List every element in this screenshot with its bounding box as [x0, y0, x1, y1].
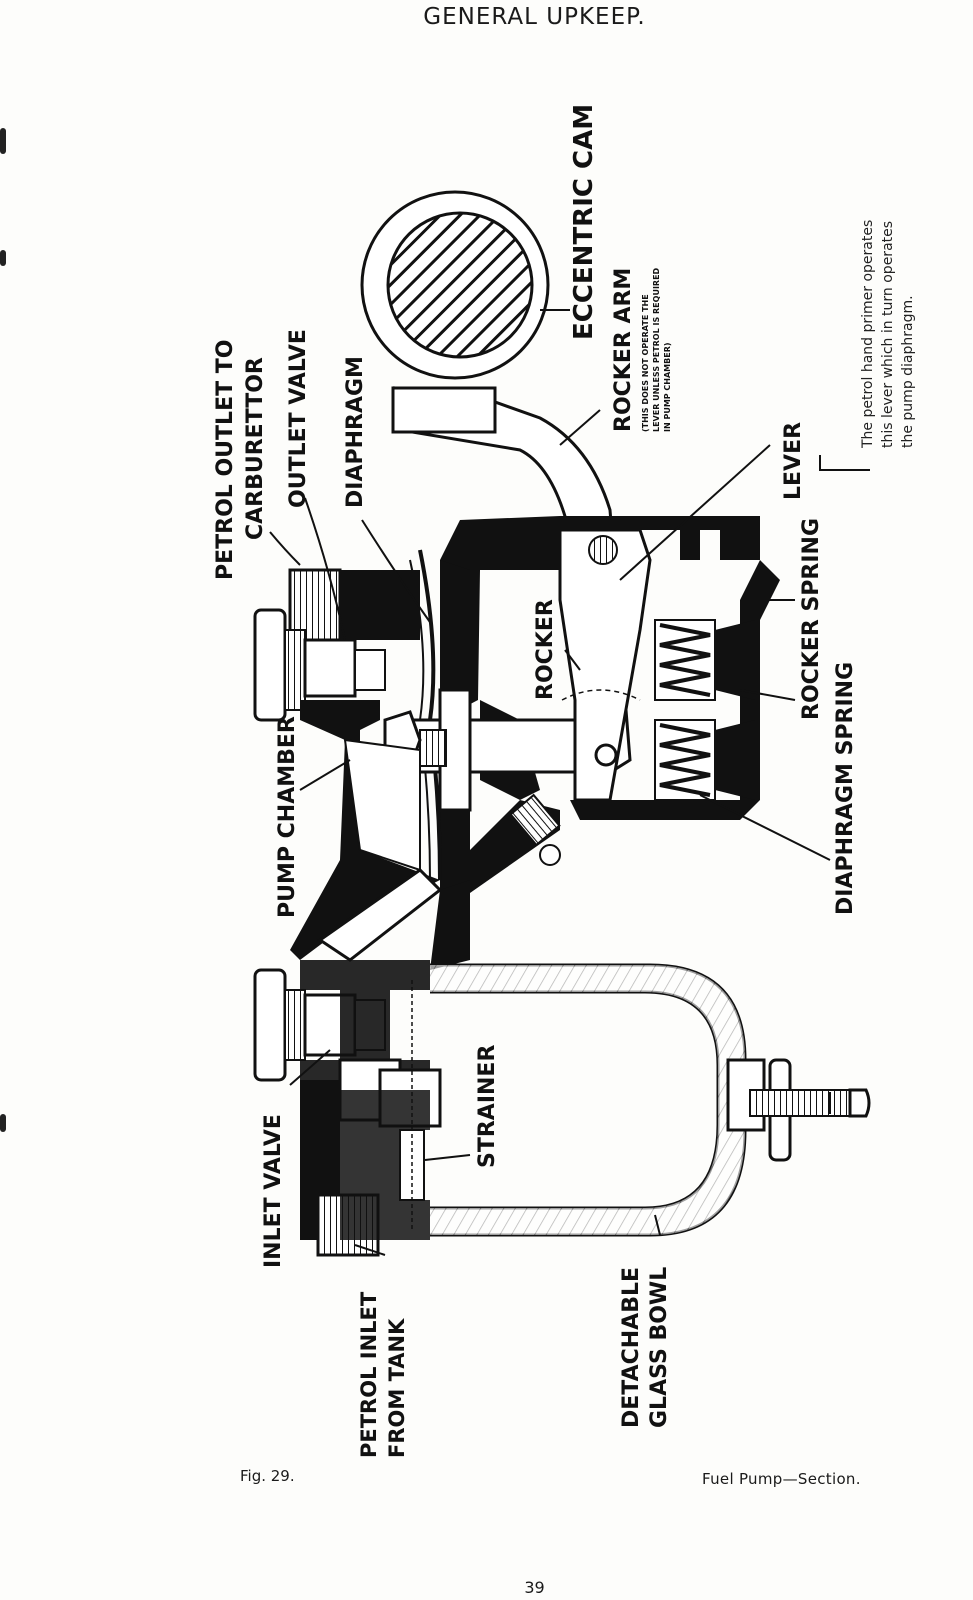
label-rocker-arm-note-1: (THIS DOES NOT OPERATE THE: [641, 294, 650, 432]
outlet-fitting: [253, 568, 420, 722]
diaphragm-spring: [654, 719, 755, 801]
figure-label: Fig. 29.: [240, 1467, 295, 1485]
page-header: GENERAL UPKEEP.: [423, 4, 646, 30]
primer-note-1: The petrol hand primer operates: [860, 220, 876, 449]
lever: [558, 528, 652, 802]
label-petrol-outlet-line2: CARBURETTOR: [243, 357, 268, 540]
eccentric-cam: [360, 190, 550, 380]
rocker-spring: [654, 619, 755, 701]
passage: [317, 868, 470, 970]
label-diaphragm: DIAPHRAGM: [343, 356, 368, 508]
label-diaphragm-spring: DIAPHRAGM SPRING: [833, 662, 858, 915]
label-rocker-arm-note-3: IN PUMP CHAMBER): [663, 342, 672, 432]
leader-lines: [269, 309, 870, 1256]
primer-note-2: this lever which in turn operates: [880, 221, 896, 448]
label-rocker-arm: ROCKER ARM: [611, 268, 636, 432]
primer-note-3: the pump diaphragm.: [900, 295, 916, 448]
label-outlet-valve: OUTLET VALVE: [286, 329, 311, 508]
figure-caption: Fuel Pump—Section.: [702, 1470, 861, 1488]
label-pump-chamber: PUMP CHAMBER: [275, 716, 300, 918]
strainer: [399, 980, 425, 1230]
stop-screw: [509, 793, 561, 866]
label-glass-bowl-line2: GLASS BOWL: [647, 1267, 672, 1428]
page-number: 39: [524, 1578, 545, 1597]
label-rocker: ROCKER: [533, 599, 558, 700]
label-rocker-arm-note-2: LEVER UNLESS PETROL IS REQUIRED: [652, 267, 661, 432]
label-strainer: STRAINER: [475, 1045, 500, 1168]
label-lever: LEVER: [781, 422, 806, 500]
label-inlet-valve: INLET VALVE: [261, 1114, 286, 1268]
label-petrol-inlet: PETROL INLET: [357, 1291, 381, 1458]
label-rocker-spring: ROCKER SPRING: [799, 518, 824, 720]
inlet-fitting: [253, 960, 442, 1257]
label-petrol-inlet-line2: FROM TANK: [385, 1318, 409, 1458]
binding-mark: [0, 1114, 6, 1132]
label-petrol-outlet: PETROL OUTLET TO: [213, 340, 238, 580]
binding-mark: [0, 128, 6, 154]
binding-mark: [0, 250, 6, 266]
label-eccentric-cam: ECCENTRIC CAM: [569, 104, 599, 340]
label-glass-bowl: DETACHABLE: [619, 1267, 644, 1428]
glass-bowl: [430, 963, 871, 1237]
